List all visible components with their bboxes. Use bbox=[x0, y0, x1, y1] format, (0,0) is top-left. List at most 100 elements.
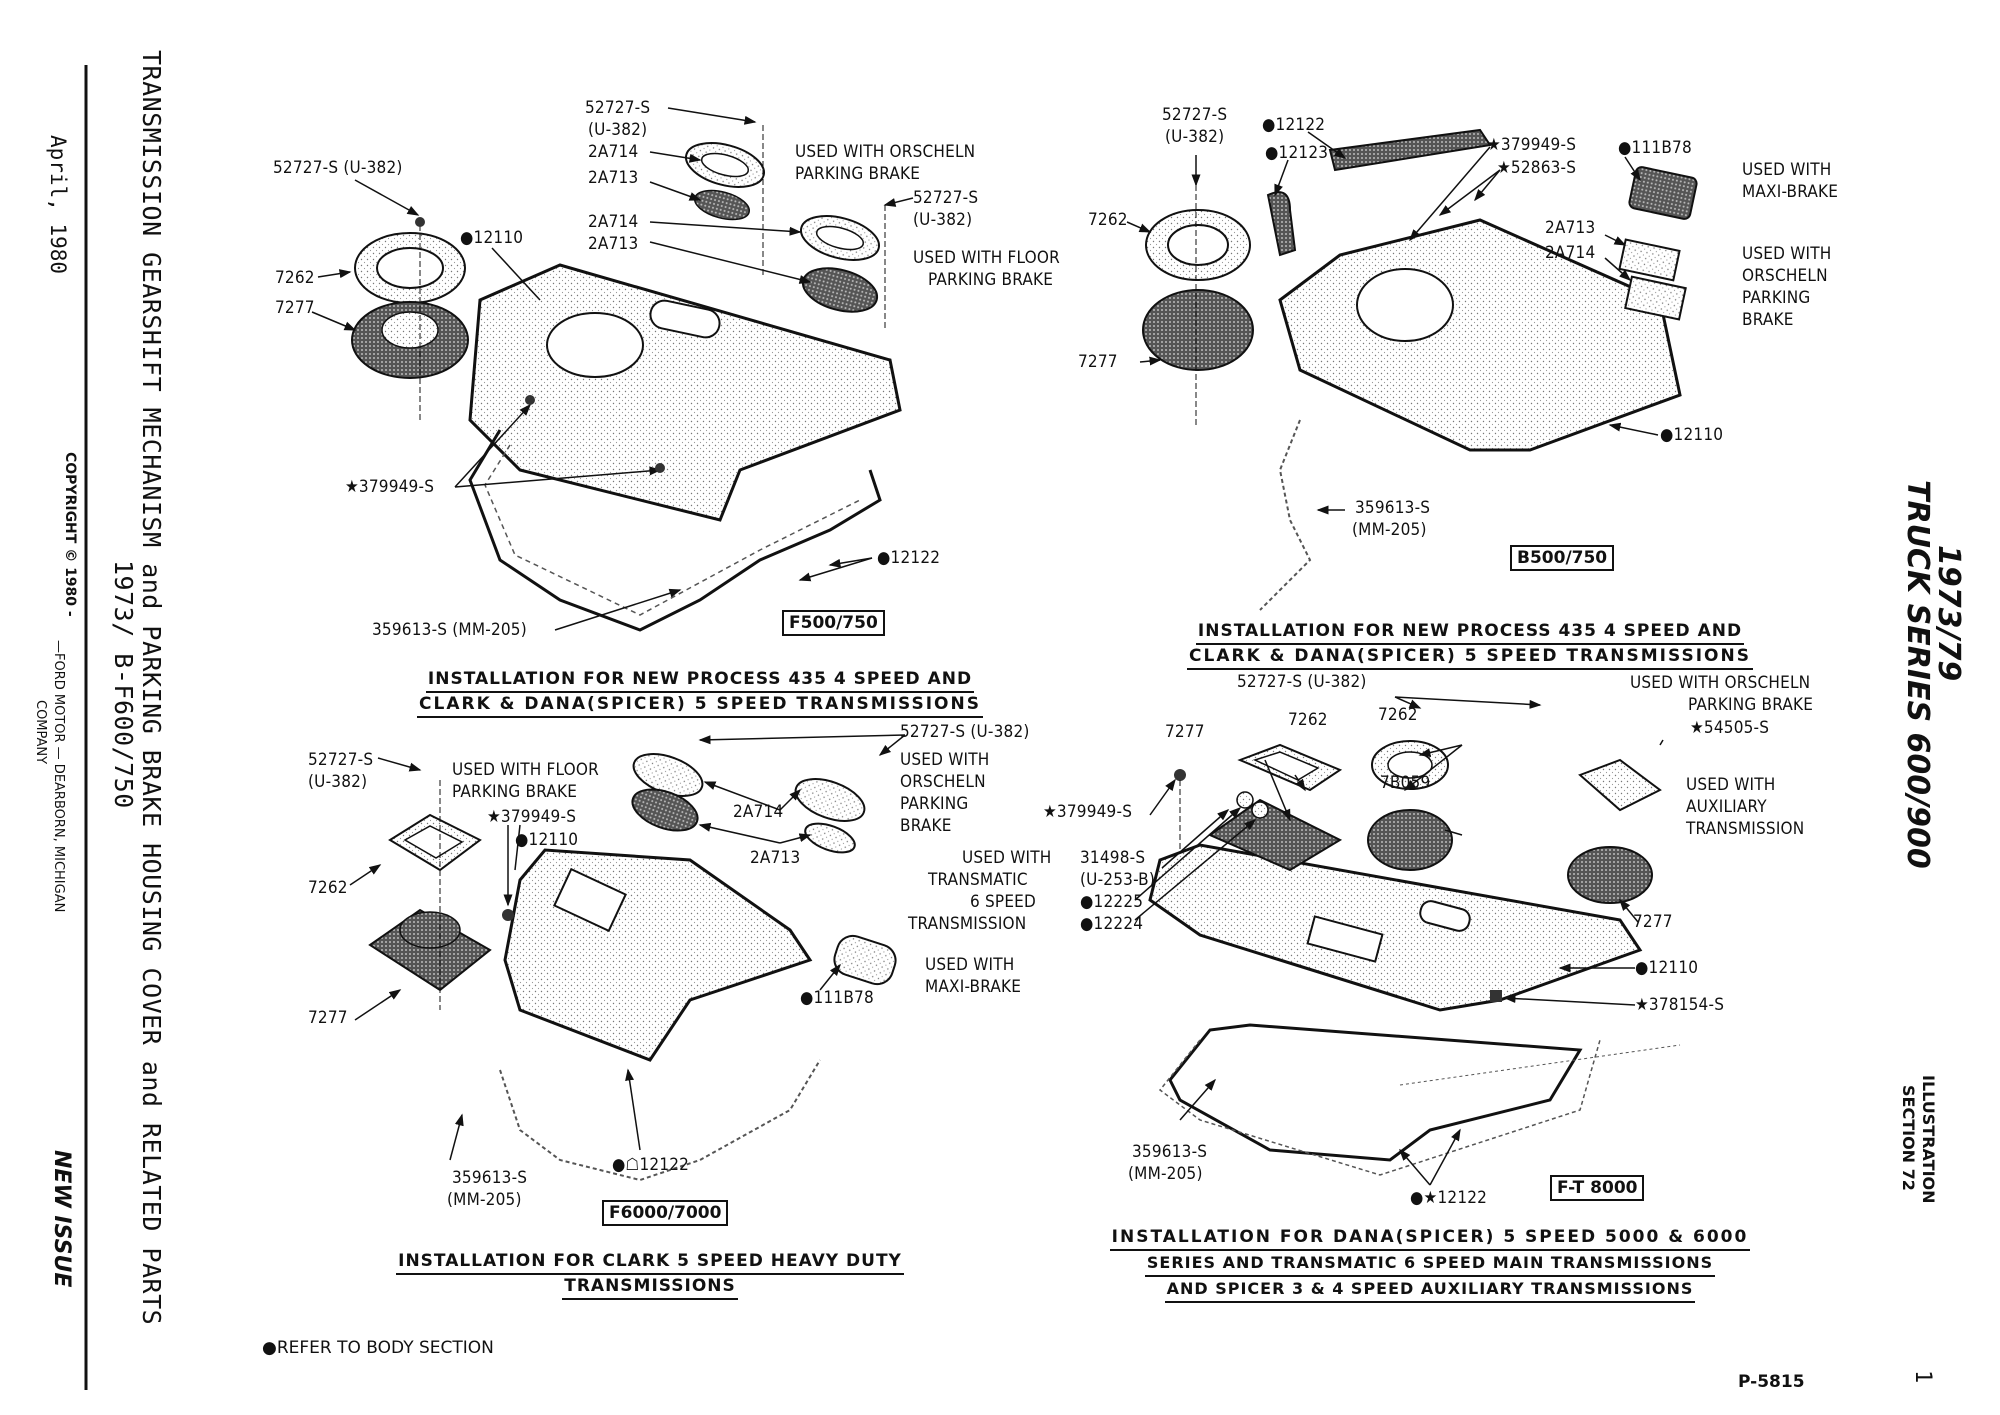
diagram-bottom-right-art bbox=[1134, 696, 1681, 1186]
usage-note: TRANSMATIC bbox=[928, 870, 1028, 890]
part-label: 7262 bbox=[1088, 210, 1128, 230]
part-label: ●12110 bbox=[460, 228, 524, 248]
part-label: ●12110 bbox=[515, 830, 579, 850]
part-label: 7262 bbox=[275, 268, 315, 288]
caption-line: TRANSMISSIONS bbox=[562, 1275, 738, 1300]
usage-note: PARKING bbox=[900, 794, 969, 814]
part-label: 359613-S bbox=[1132, 1142, 1208, 1162]
part-label: ●☖12122 bbox=[612, 1155, 690, 1175]
section-label: SECTION 72 bbox=[1899, 1085, 1918, 1191]
part-label: 2A714 bbox=[588, 212, 639, 232]
part-label: ●111B78 bbox=[800, 988, 874, 1008]
diagram-caption: INSTALLATION FOR DANA(SPICER) 5 SPEED 50… bbox=[1070, 1225, 1790, 1303]
usage-note: TRANSMISSION bbox=[908, 914, 1027, 934]
usage-note: PARKING BRAKE bbox=[452, 782, 578, 802]
part-label: ★52863-S bbox=[1497, 158, 1577, 178]
usage-note: ORSCHELN bbox=[900, 772, 986, 792]
part-label: (U-382) bbox=[1165, 127, 1225, 147]
part-label: 7277 bbox=[275, 298, 315, 318]
usage-note: MAXI-BRAKE bbox=[1742, 182, 1839, 202]
usage-note: USED WITH bbox=[925, 955, 1015, 975]
part-label: 2A714 bbox=[1545, 243, 1596, 263]
part-label: (U-382) bbox=[588, 120, 648, 140]
usage-note: USED WITH bbox=[1742, 160, 1832, 180]
part-label: 2A713 bbox=[588, 168, 639, 188]
part-label: 52727-S (U-382) bbox=[900, 722, 1030, 742]
part-label: ●★12122 bbox=[1410, 1188, 1488, 1208]
part-label: 52727-S (U-382) bbox=[1237, 672, 1367, 692]
model-tag: F500/750 bbox=[782, 610, 885, 636]
issue-date: April, 1980 bbox=[46, 135, 70, 275]
usage-note: BRAKE bbox=[1742, 310, 1794, 330]
part-label: 7262 bbox=[1288, 710, 1328, 730]
usage-note: USED WITH bbox=[962, 848, 1052, 868]
caption-line: INSTALLATION FOR NEW PROCESS 435 4 SPEED… bbox=[425, 668, 975, 693]
part-label: 2A713 bbox=[588, 234, 639, 254]
part-label: ★378154-S bbox=[1635, 995, 1725, 1015]
part-label: 52727-S bbox=[913, 188, 979, 208]
part-label: (MM-205) bbox=[1128, 1164, 1203, 1184]
caption-line: SERIES AND TRANSMATIC 6 SPEED MAIN TRANS… bbox=[1144, 1251, 1716, 1277]
part-label: ●12122 bbox=[1262, 115, 1326, 135]
caption-line: INSTALLATION FOR NEW PROCESS 435 4 SPEED… bbox=[1195, 620, 1745, 645]
usage-note: AUXILIARY bbox=[1686, 797, 1767, 817]
usage-note: MAXI-BRAKE bbox=[925, 977, 1022, 997]
part-label: 52727-S bbox=[585, 98, 651, 118]
usage-note: PARKING bbox=[1742, 288, 1811, 308]
part-label: ★54505-S bbox=[1690, 718, 1770, 738]
usage-note: PARKING BRAKE bbox=[928, 270, 1054, 290]
part-label: ●111B78 bbox=[1618, 138, 1692, 158]
part-label: 7262 bbox=[1378, 705, 1418, 725]
issue-status: NEW ISSUE bbox=[49, 1150, 74, 1288]
caption-line: INSTALLATION FOR CLARK 5 SPEED HEAVY DUT… bbox=[396, 1250, 904, 1275]
caption-line: CLARK & DANA(SPICER) 5 SPEED TRANSMISSIO… bbox=[1187, 645, 1753, 670]
diagram-caption: INSTALLATION FOR NEW PROCESS 435 4 SPEED… bbox=[390, 668, 1010, 718]
part-label: ●12225 bbox=[1080, 892, 1144, 912]
part-label: ●12122 bbox=[877, 548, 941, 568]
part-label: ●12123 bbox=[1265, 143, 1329, 163]
usage-note: USED WITH ORSCHELN bbox=[795, 142, 976, 162]
usage-note: 6 SPEED bbox=[970, 892, 1037, 912]
usage-note: USED WITH bbox=[900, 750, 990, 770]
part-label: 7277 bbox=[1633, 912, 1673, 932]
part-label: 7277 bbox=[308, 1008, 348, 1028]
part-label: 359613-S (MM-205) bbox=[372, 620, 527, 640]
usage-note: BRAKE bbox=[900, 816, 952, 836]
model-tag: F6000/7000 bbox=[602, 1200, 729, 1226]
part-label: 7262 bbox=[308, 878, 348, 898]
part-label: ●12224 bbox=[1080, 914, 1144, 934]
model-years: 1973/79 bbox=[1931, 545, 1966, 682]
part-label: 359613-S bbox=[452, 1168, 528, 1188]
part-label: 2A713 bbox=[1545, 218, 1596, 238]
diagram-caption: INSTALLATION FOR CLARK 5 SPEED HEAVY DUT… bbox=[380, 1250, 920, 1300]
part-label: (U-253-B) bbox=[1080, 870, 1156, 890]
part-label: 2A714 bbox=[733, 802, 784, 822]
publisher-line1: —FORD MOTOR — DEARBORN, MICHIGAN bbox=[51, 640, 66, 913]
part-label: (U-382) bbox=[913, 210, 973, 230]
usage-note: USED WITH FLOOR bbox=[452, 760, 599, 780]
part-label: 31498-S bbox=[1080, 848, 1146, 868]
part-label: 7277 bbox=[1165, 722, 1205, 742]
part-label: 2A714 bbox=[588, 142, 639, 162]
usage-note: USED WITH FLOOR bbox=[913, 248, 1060, 268]
usage-note: USED WITH bbox=[1686, 775, 1776, 795]
part-label: ●12110 bbox=[1660, 425, 1724, 445]
part-label: 7277 bbox=[1078, 352, 1118, 372]
part-label: 52727-S bbox=[308, 750, 374, 770]
plate-number: P-5815 bbox=[1738, 1372, 1805, 1392]
diagram-caption: INSTALLATION FOR NEW PROCESS 435 4 SPEED… bbox=[1160, 620, 1780, 670]
usage-note: USED WITH ORSCHELN bbox=[1630, 673, 1811, 693]
part-label: (MM-205) bbox=[447, 1190, 522, 1210]
part-label: ★379949-S bbox=[487, 807, 577, 827]
part-label: 7B059 bbox=[1380, 773, 1431, 793]
part-label: 359613-S bbox=[1355, 498, 1431, 518]
usage-note: PARKING BRAKE bbox=[1688, 695, 1814, 715]
document-title: TRANSMISSION GEARSHIFT MECHANISM and PAR… bbox=[137, 50, 166, 1326]
copyright-notice: COPYRIGHT © 1980 - bbox=[62, 452, 78, 617]
part-label: (MM-205) bbox=[1352, 520, 1427, 540]
part-label: 52727-S bbox=[1162, 105, 1228, 125]
document-subtitle: 1973/ B-F600/750 bbox=[109, 560, 138, 809]
part-label: (U-382) bbox=[308, 772, 368, 792]
part-label: ★379949-S bbox=[345, 477, 435, 497]
usage-note: ORSCHELN bbox=[1742, 266, 1828, 286]
